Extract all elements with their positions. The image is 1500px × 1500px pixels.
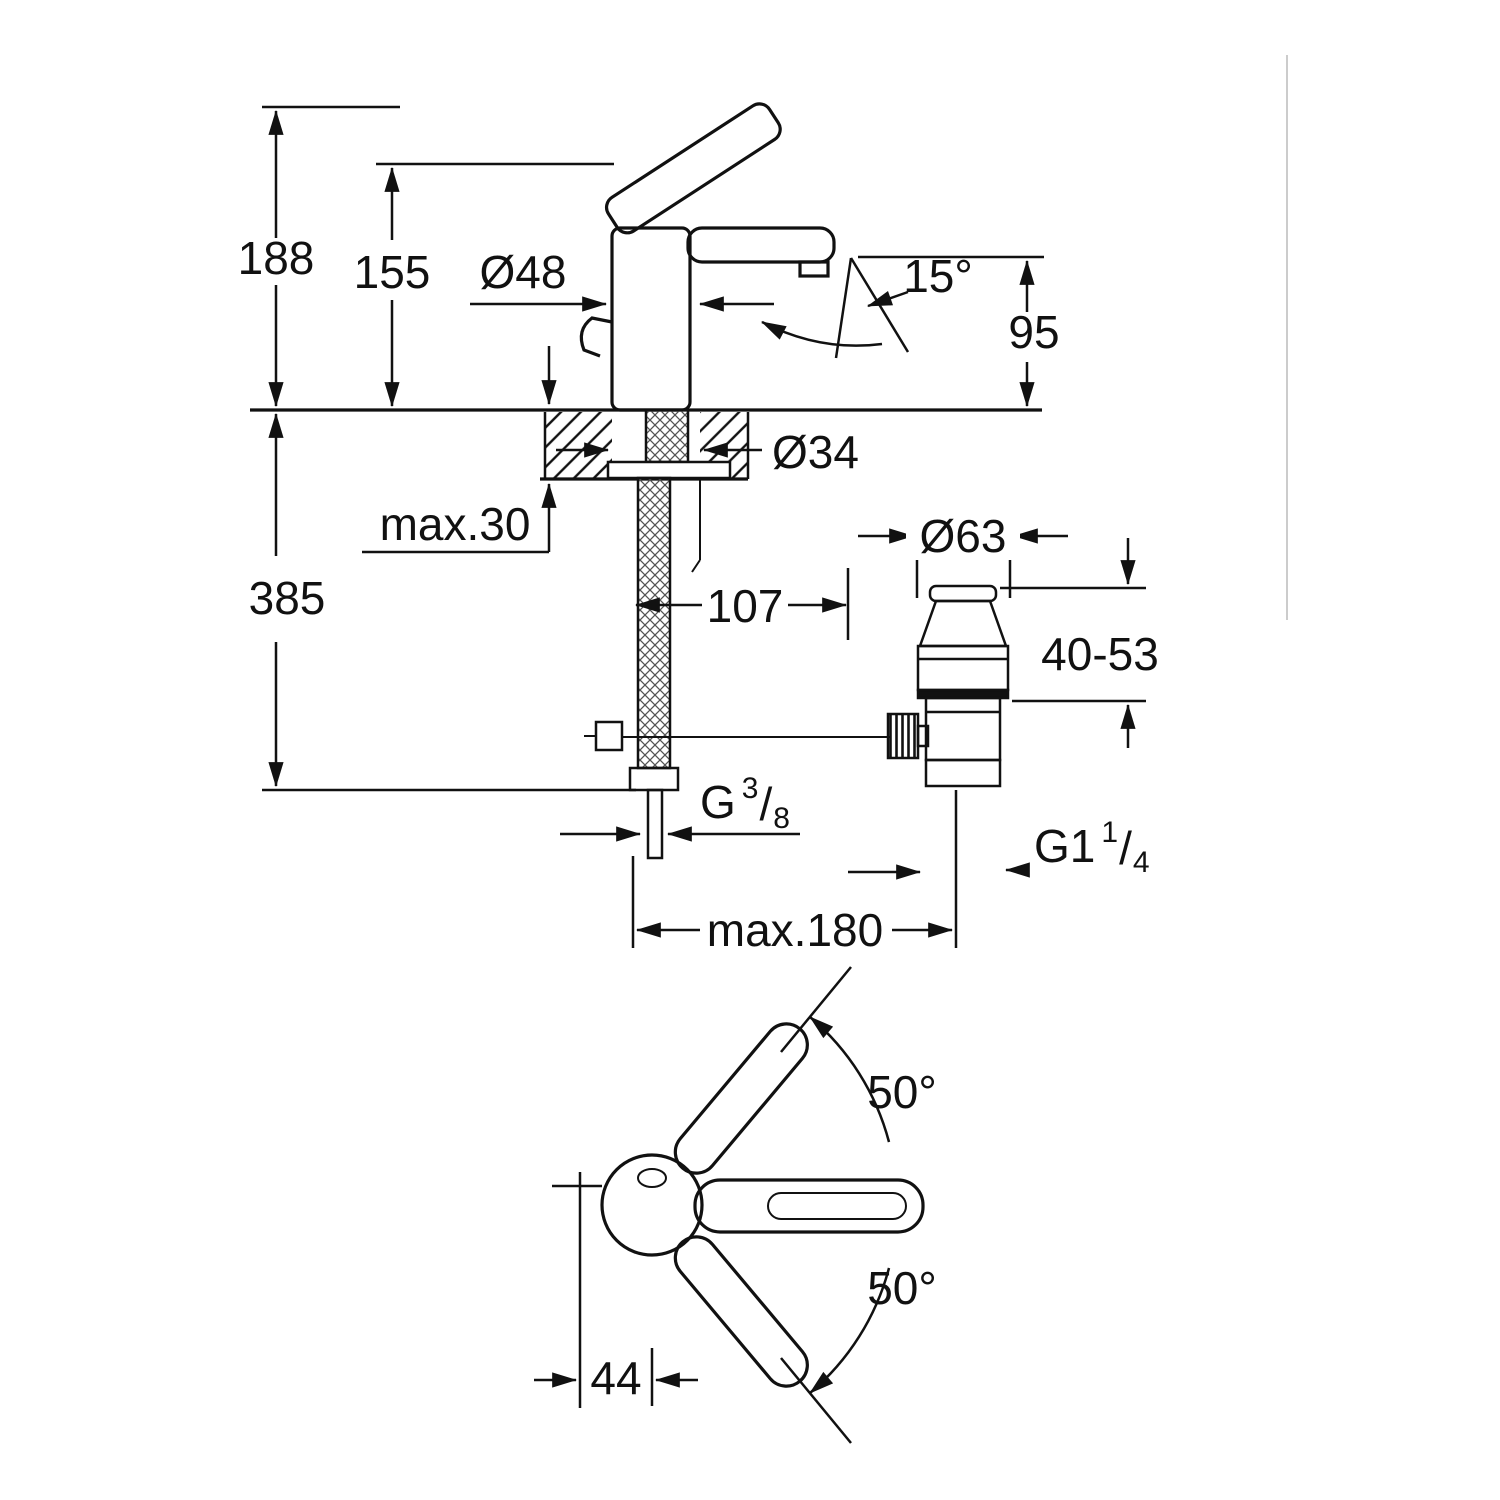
dim-spout-height-label: 95: [1008, 306, 1059, 358]
dim-max-counter-thickness: max.30: [362, 346, 557, 554]
handle-rotated-up-outline: [673, 1022, 809, 1175]
waste-neck: [918, 599, 1008, 648]
dim-spout-angle-label: 15°: [903, 250, 973, 302]
faucet-body-column: [610, 226, 692, 412]
dim-mounting-hole: Ø34: [556, 426, 859, 478]
thread-prefix: G: [700, 776, 736, 828]
faucet-handle-lever: [604, 102, 782, 235]
pop-up-waste-drain: [886, 584, 1010, 788]
dim-swing-down-label: 50°: [867, 1262, 937, 1314]
dim-swing-up-label: 50°: [867, 1066, 937, 1118]
faucet-body: [579, 102, 836, 412]
hose-tail: [646, 788, 664, 860]
pop-up-linkage: [584, 720, 890, 752]
swing-limit-line-up: [780, 966, 852, 1053]
logo-detail: [637, 1168, 667, 1188]
thread-prefix: G1: [1034, 820, 1095, 872]
dim-handle-offset: 44: [534, 1172, 698, 1408]
swing-arc-down: [809, 1267, 891, 1394]
countertop-hatch-left: [545, 412, 612, 478]
angle-line: [849, 257, 910, 353]
thread-numerator: 1: [1101, 816, 1118, 849]
supply-hose: [606, 408, 732, 860]
dim-body-height-label: 155: [354, 246, 431, 298]
dim-overall-height: 188: [238, 105, 400, 408]
dim-max-rod-length-label: max.180: [707, 904, 883, 956]
top-view: 50° 50° 44: [534, 966, 937, 1444]
handle-slot: [767, 1192, 907, 1220]
dim-body-height: 155: [354, 162, 614, 408]
pull-rod-hook: [691, 559, 701, 573]
leader-arrow: [866, 290, 909, 308]
rod-clamp: [594, 720, 624, 752]
dim-waste-knob-diameter: Ø63: [858, 510, 1068, 598]
angle-arc-arrow: [761, 320, 883, 347]
dim-installation-height-label: 385: [249, 572, 326, 624]
swing-arc-up: [809, 1016, 891, 1143]
dim-installation-height: 385: [249, 412, 636, 792]
side-view: 188 155 Ø48 15° 95: [238, 102, 1159, 956]
dim-drain-offset-label: 107: [707, 580, 784, 632]
thread-slash: /: [759, 778, 772, 830]
dim-body-diameter: Ø48: [470, 246, 774, 312]
thread-denominator: 4: [1133, 846, 1150, 879]
hose-nut: [628, 766, 680, 792]
flexible-hose: [636, 476, 672, 770]
dim-max-rod-length: max.180: [631, 790, 958, 956]
handle-rotated-down-outline: [673, 1235, 809, 1388]
waste-lower-body: [924, 696, 1002, 762]
dim-waste-height-range-label: 40-53: [1041, 628, 1159, 680]
waste-knob: [928, 584, 998, 603]
dim-max-counter-thickness-label: max.30: [380, 498, 531, 550]
waste-flange-body: [916, 644, 1010, 692]
faucet-aerator: [798, 260, 830, 278]
dim-body-diameter-label: Ø48: [480, 246, 567, 298]
body-circle: [600, 1153, 704, 1257]
dim-spout-height: 95: [858, 255, 1060, 408]
dim-drain-offset: 107: [634, 568, 850, 640]
handle-neutral-outline: [693, 1178, 925, 1234]
threaded-shank: [644, 408, 690, 464]
thread-numerator: 3: [742, 772, 759, 805]
waste-outlet-pipe: [924, 758, 1002, 788]
dim-handle-offset-label: 44: [590, 1352, 641, 1404]
thread-slash: /: [1119, 822, 1132, 874]
thread-denominator: 8: [773, 802, 790, 835]
dim-spout-angle: 15°: [761, 250, 973, 359]
angle-line: [834, 257, 853, 359]
dim-overall-height-label: 188: [238, 232, 315, 284]
dim-mounting-hole-label: Ø34: [772, 426, 859, 478]
dim-waste-height-range: 40-53: [1000, 538, 1159, 748]
swing-limit-line-down: [780, 1357, 852, 1444]
pop-up-pull-rod-knob: [579, 316, 613, 358]
dim-handle-swing: 50° 50°: [780, 966, 937, 1444]
faucet-spout: [686, 226, 836, 264]
mounting-washer: [606, 460, 732, 480]
label-mask: [906, 514, 1020, 560]
dim-waste-knob-diameter-label: Ø63: [920, 510, 1007, 562]
waste-knurled-knob: [886, 712, 920, 760]
